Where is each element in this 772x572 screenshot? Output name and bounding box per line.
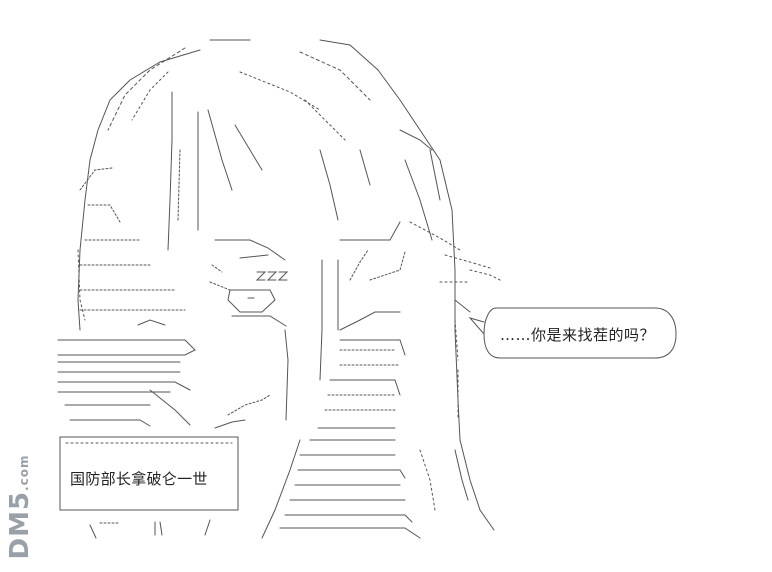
watermark-logo-text: DM5.com [4,452,36,562]
name-box-text: 国防部长拿破仑一世 [70,468,208,489]
hair-right-strands [239,39,495,531]
site-watermark: DM5.com [4,452,36,562]
misc-strokes [409,221,501,421]
hair-left-strands [77,39,263,331]
name-box [59,436,239,511]
face [209,239,289,421]
watermark-brand: DM5 [5,490,35,560]
coat-right [261,221,436,539]
coat-left [57,167,196,427]
speech-bubble [468,307,677,359]
hands [89,394,271,539]
sleep-marks [255,271,289,281]
speech-bubble-text: ……你是来找茬的吗？ [500,324,656,345]
watermark-suffix: .com [17,454,31,491]
